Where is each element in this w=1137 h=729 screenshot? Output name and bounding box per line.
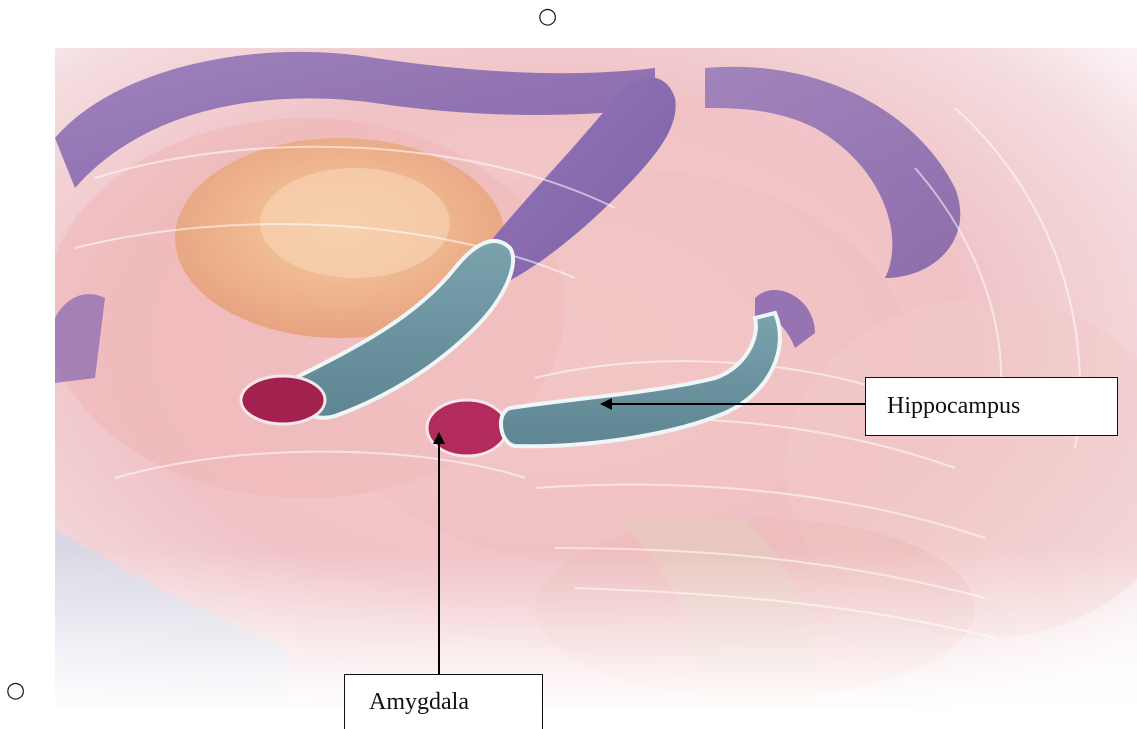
bullet-marker-bottom: ○ <box>6 680 25 702</box>
hippocampus-label-box: Hippocampus <box>865 377 1118 436</box>
amygdala-label: Amygdala <box>369 689 469 715</box>
hippocampus-label: Hippocampus <box>887 393 1020 419</box>
bullet-marker-top: ○ <box>538 6 557 28</box>
amygdala-label-box: Amygdala <box>344 674 543 729</box>
